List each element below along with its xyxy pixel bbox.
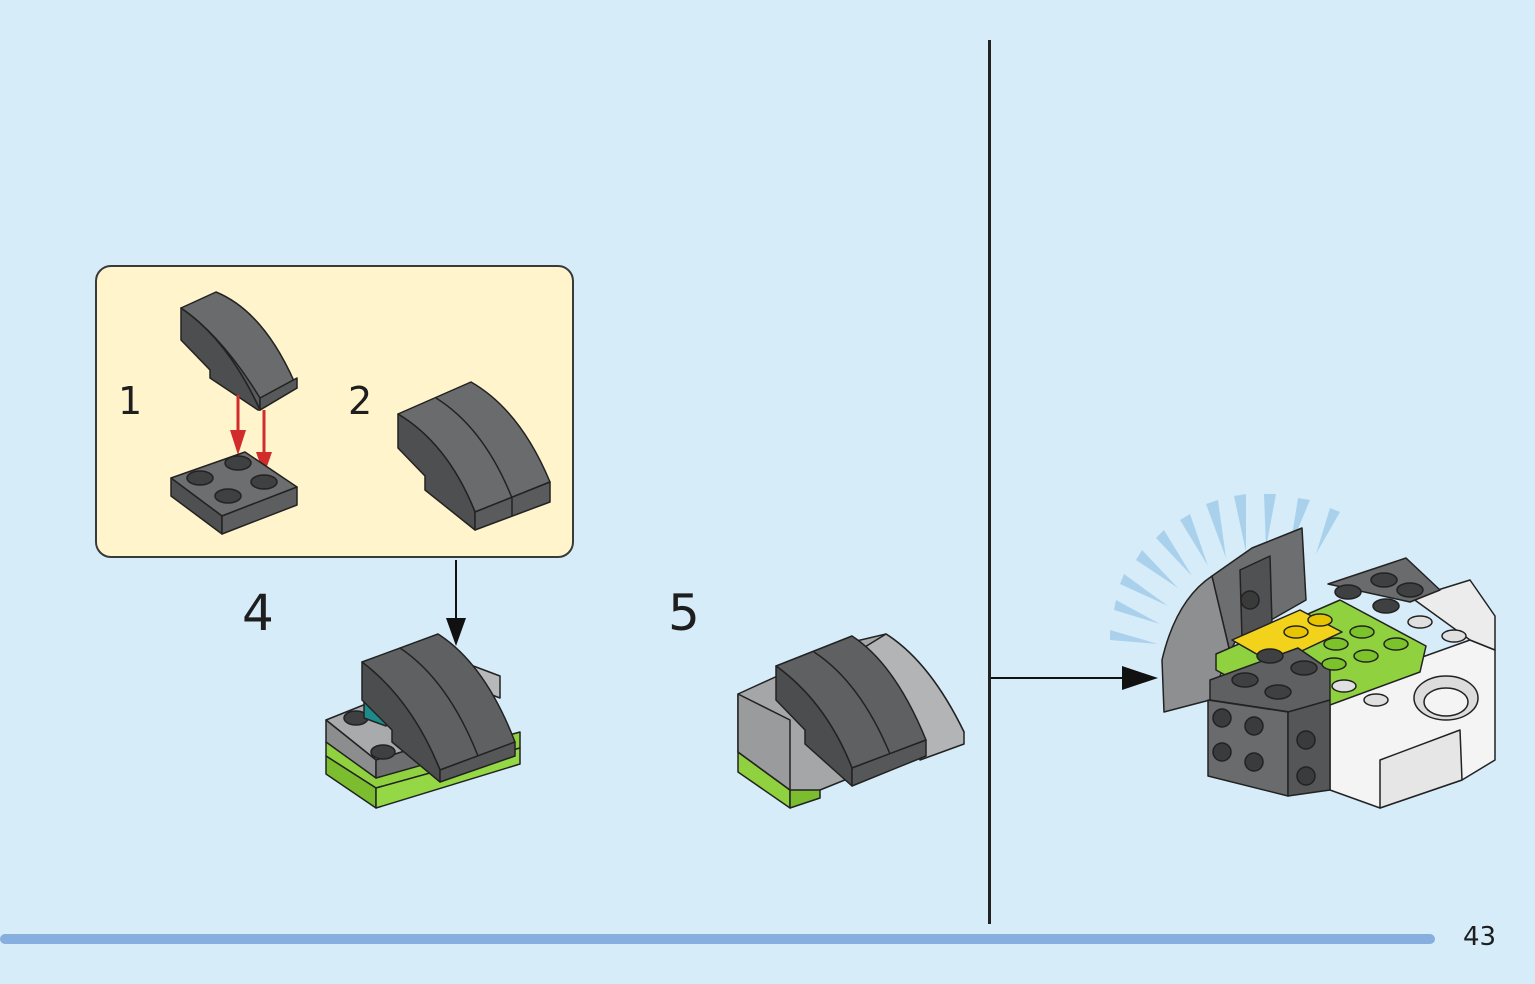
substep-number-2: 2 [348,379,373,423]
substep2-assembled-slope [397,381,551,531]
car-model [1161,527,1496,809]
step-number-5: 5 [668,584,700,642]
substep1-plate-2x2 [170,451,298,535]
step5-build [737,633,965,809]
red-arrows [230,395,272,475]
arrow-right-icon [991,666,1158,690]
highlight-rays [1110,494,1340,644]
page-footer-bar [0,934,1435,944]
step-number-4: 4 [242,584,274,642]
page-number: 43 [1463,922,1497,952]
step4-build [325,633,521,809]
substep1-curved-slope [180,291,298,411]
arrow-down-icon [446,560,466,646]
column-divider [988,40,991,924]
substep-number-1: 1 [118,379,143,423]
